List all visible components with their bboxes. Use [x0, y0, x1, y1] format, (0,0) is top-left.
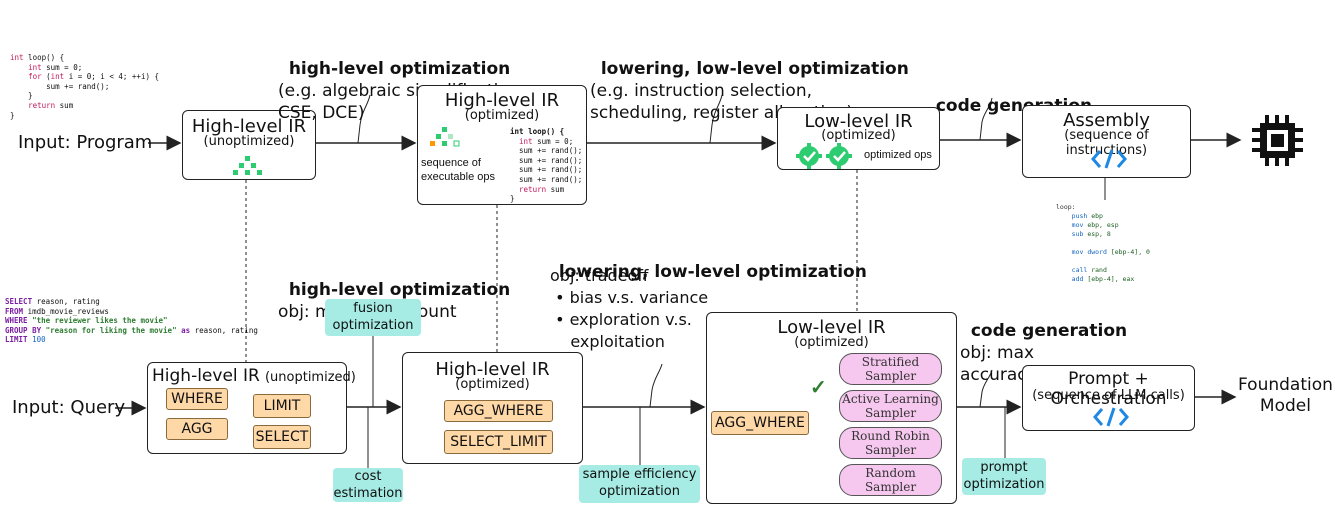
check-icon: ✓: [810, 377, 827, 399]
op-where: WHERE: [166, 388, 228, 410]
anno-title: high-level optimization: [288, 280, 511, 300]
op-agg-where: AGG_WHERE: [444, 400, 553, 422]
random-sampler[interactable]: Random Sampler: [839, 464, 942, 496]
sql-text: "the reviewer likes the movie": [27, 316, 168, 326]
anno-title: code generation: [970, 321, 1128, 341]
partial-tree-icon: [430, 127, 460, 147]
sql-text: 100: [27, 335, 46, 345]
op-agg: AGG: [166, 418, 228, 440]
op-limit: LIMIT: [253, 394, 311, 418]
anno-title: lowering, low-level optimization: [558, 262, 867, 282]
round-robin-sampler[interactable]: Round Robin Sampler: [839, 427, 942, 459]
bottom-lowering-objectives: obj: tradeoff • bias v.s. variance • exp…: [550, 266, 709, 351]
hl-ir-unoptimized-bottom: High-level IR (unoptimized) WHERE AGG LI…: [147, 362, 356, 454]
box-title: Prompt + Orchestration: [1050, 369, 1167, 409]
sql-text: reason, rating: [32, 297, 100, 306]
box-title-row: High-level IR (unoptimized): [152, 366, 356, 386]
op-select-limit: SELECT_LIMIT: [444, 430, 553, 454]
sql-query: SELECT reason, rating FROM imdb_movie_re…: [5, 297, 258, 345]
ll-ir-optimized-top: Low-level IR (optimized) optimized ops: [777, 107, 940, 170]
op-select: SELECT: [253, 425, 311, 449]
sql-text: imdb_movie_reviews: [23, 306, 109, 316]
sql-kw: FROM: [5, 306, 24, 316]
sql-text: "reason for liking the movie": [41, 325, 177, 335]
input-program-label: Input: Program: [18, 132, 153, 153]
box-title: Low-level IR: [804, 111, 913, 132]
code-icon: [1091, 149, 1127, 169]
box-title: Low-level IR: [777, 317, 886, 338]
box-subtitle: (unoptimized): [264, 370, 356, 385]
box-subtitle: (optimized): [464, 108, 540, 123]
ops-label: optimized ops: [864, 149, 932, 161]
bottom-lowering-annotation: lowering, low-level optimization: [548, 239, 867, 283]
gear-check-icon: [796, 143, 852, 169]
box-subtitle: (sequence of instructions): [1064, 128, 1149, 158]
top-lowering-annotation: lowering, low-level optimization(e.g. in…: [590, 36, 909, 124]
box-subtitle: (optimized): [455, 377, 530, 392]
anno-title: lowering, low-level optimization: [600, 59, 909, 79]
box-title: High-level IR: [444, 90, 560, 111]
tree-icon: [233, 156, 262, 175]
cost-estimation-tag: cost estimation: [333, 468, 403, 502]
box-subtitle: (optimized): [794, 335, 869, 350]
prompt-orchestration-box: Prompt + Orchestration (sequence of LLM …: [1022, 365, 1195, 431]
input-query-label: Input: Query: [12, 397, 126, 418]
ops-label: sequence of executable ops: [421, 157, 495, 183]
box-subtitle: (sequence of LLM calls): [1032, 388, 1185, 403]
box-subtitle: (unoptimized): [203, 134, 295, 149]
sql-kw: SELECT: [5, 297, 33, 306]
hl-ir-optimized-top: High-level IR (optimized) sequence of ex…: [417, 85, 587, 205]
anno-title: high-level optimization: [288, 59, 511, 79]
optimized-code: int loop() { int sum = 0; sum += rand();…: [510, 127, 583, 204]
sql-kw: as: [176, 325, 191, 335]
box-title: High-level IR: [435, 359, 550, 380]
prompt-optimization-tag: prompt optimization: [962, 458, 1046, 495]
sql-kw: WHERE: [5, 316, 28, 326]
box-title: Assembly: [1063, 110, 1150, 131]
program-code: int loop() { int sum = 0; for (int i = 0…: [10, 53, 160, 120]
fusion-optimization-tag: fusion optimization: [325, 299, 421, 336]
hl-ir-unoptimized-top: High-level IR (unoptimized): [182, 110, 316, 180]
ll-ir-optimized-bottom: Low-level IR (optimized) AGG_WHERE ✓ Str…: [706, 312, 957, 504]
active-learning-sampler[interactable]: Active Learning Sampler: [839, 390, 942, 422]
sample-efficiency-tag: sample efficiency optimization: [579, 465, 700, 503]
box-title: High-level IR: [152, 366, 260, 386]
cpu-chip-icon: [1252, 115, 1303, 166]
hl-ir-optimized-bottom: High-level IR (optimized) AGG_WHERE SELE…: [402, 352, 583, 464]
assembly-box: Assembly (sequence of instructions): [1022, 105, 1191, 178]
code-icon: [1093, 407, 1129, 427]
stratified-sampler[interactable]: Stratified Sampler: [839, 353, 942, 385]
sql-kw: GROUP BY: [5, 325, 42, 335]
assembly-code: loop: push ebp mov ebp, esp sub esp, 8 m…: [1056, 203, 1150, 283]
op-agg-where: AGG_WHERE: [711, 411, 809, 435]
box-title: High-level IR: [191, 116, 307, 137]
anno-lines: (e.g. instruction selection, scheduling,…: [590, 81, 853, 123]
box-subtitle: (optimized): [821, 128, 896, 143]
foundation-model-label: Foundation Model: [1238, 375, 1333, 416]
sql-text: reason, rating: [190, 325, 258, 335]
sql-kw: LIMIT: [5, 335, 28, 345]
